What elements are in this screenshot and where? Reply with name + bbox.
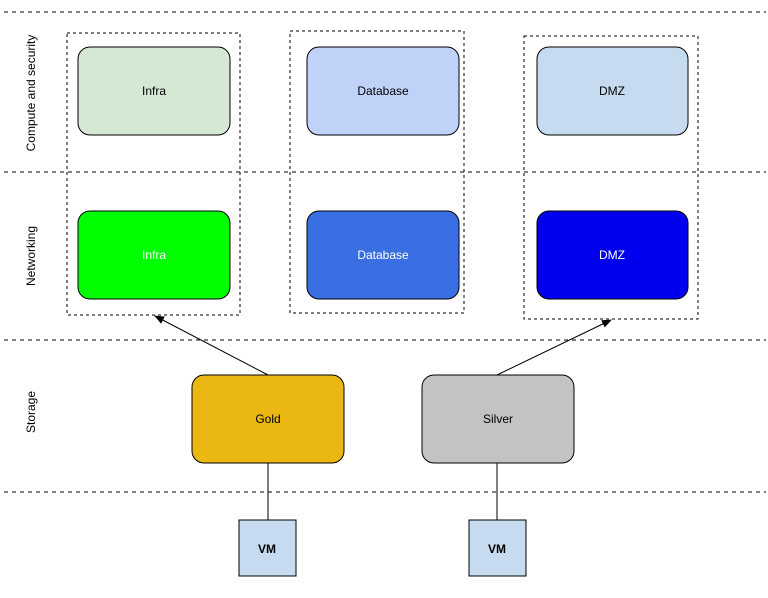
storage-gold-label: Gold (255, 412, 280, 426)
networking-infra-node[interactable]: Infra (77, 210, 231, 300)
group-database (289, 30, 465, 314)
compute-database-label: Database (357, 84, 409, 98)
group-infra (66, 32, 241, 316)
lane-label-storage: Storage (24, 391, 38, 433)
storage-gold-node[interactable]: Gold (191, 374, 345, 464)
vm-silver-label: VM (488, 542, 506, 556)
compute-database-box (306, 46, 460, 136)
arrow-silver-to-dmz (496, 319, 612, 376)
vm-gold-node[interactable]: VM (238, 519, 297, 577)
compute-database-node[interactable]: Database (306, 46, 460, 136)
networking-database-node[interactable]: Database (306, 210, 460, 300)
networking-infra-box (77, 210, 231, 300)
networking-dmz-box (536, 210, 689, 300)
storage-gold-box (191, 374, 345, 464)
vm-silver-box (468, 519, 527, 577)
group-dmz (523, 35, 699, 320)
networking-dmz-node[interactable]: DMZ (536, 210, 689, 300)
vm-gold-label: VM (258, 542, 276, 556)
compute-infra-box (77, 46, 231, 136)
vm-gold-box (238, 519, 297, 577)
lane-label-networking: Networking (24, 226, 38, 286)
group-containers (66, 30, 699, 320)
storage-silver-node[interactable]: Silver (421, 374, 575, 464)
compute-infra-node[interactable]: Infra (77, 46, 231, 136)
networking-dmz-label: DMZ (599, 248, 625, 262)
compute-dmz-node[interactable]: DMZ (536, 46, 689, 136)
networking-database-label: Database (357, 248, 409, 262)
storage-silver-label: Silver (483, 412, 513, 426)
lane-label-compute: Compute and security (24, 35, 38, 152)
compute-dmz-label: DMZ (599, 84, 625, 98)
networking-infra-label: Infra (142, 248, 166, 262)
vm-silver-node[interactable]: VM (468, 519, 527, 577)
networking-database-box (306, 210, 460, 300)
compute-infra-label: Infra (142, 84, 166, 98)
compute-dmz-box (536, 46, 689, 136)
lane-separators (4, 11, 766, 493)
connectors (154, 315, 612, 520)
arrow-gold-to-infra (154, 315, 269, 376)
storage-silver-box (421, 374, 575, 464)
